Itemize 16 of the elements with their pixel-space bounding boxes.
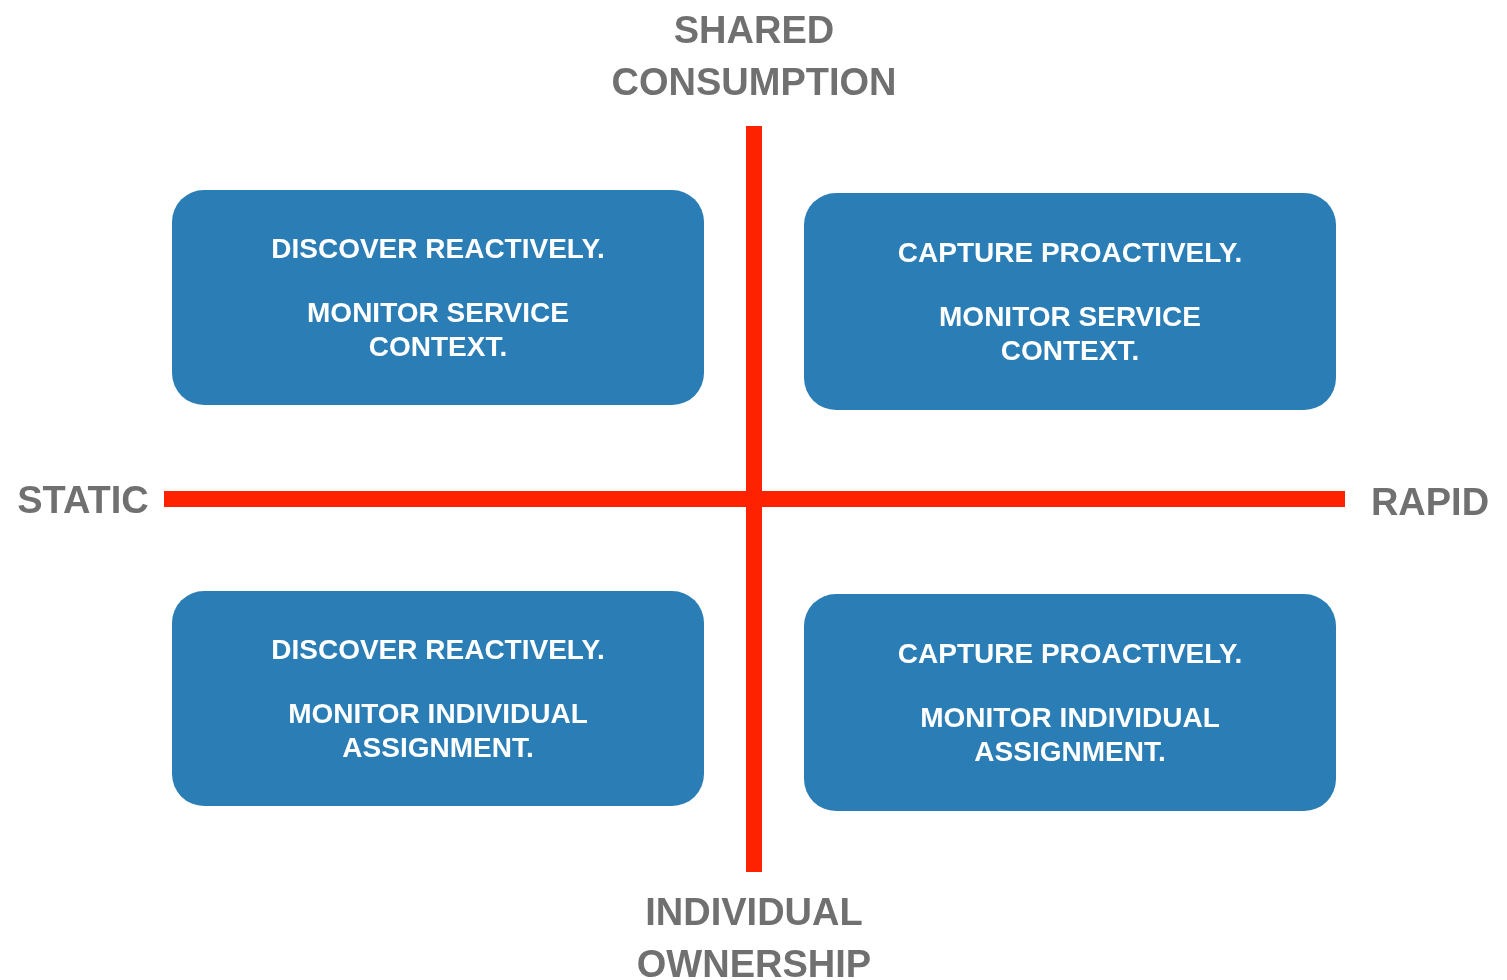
axis-label: RAPID <box>1369 480 1491 525</box>
quadrant-box <box>804 193 1336 410</box>
quadrant-heading: CAPTURE PROACTIVELY. <box>897 636 1243 671</box>
axis-label: INDIVIDUAL OWNERSHIP <box>635 890 873 980</box>
axis-label: STATIC <box>16 478 150 523</box>
axis-label: SHARED CONSUMPTION <box>610 8 898 105</box>
quadrant-heading: DISCOVER REACTIVELY. <box>271 231 605 266</box>
quadrant-box <box>172 591 704 806</box>
quadrant-heading: DISCOVER REACTIVELY. <box>271 632 605 667</box>
quadrant-box <box>804 594 1336 811</box>
quadrant-text: MONITOR INDIVIDUAL ASSIGNMENT. <box>919 700 1221 769</box>
quadrant-text: MONITOR SERVICE CONTEXT. <box>306 295 570 364</box>
quadrant-heading: CAPTURE PROACTIVELY. <box>897 235 1243 270</box>
quadrant-box <box>172 190 704 405</box>
quadrant-text: MONITOR SERVICE CONTEXT. <box>938 299 1202 368</box>
quadrant-text: MONITOR INDIVIDUAL ASSIGNMENT. <box>287 696 589 765</box>
